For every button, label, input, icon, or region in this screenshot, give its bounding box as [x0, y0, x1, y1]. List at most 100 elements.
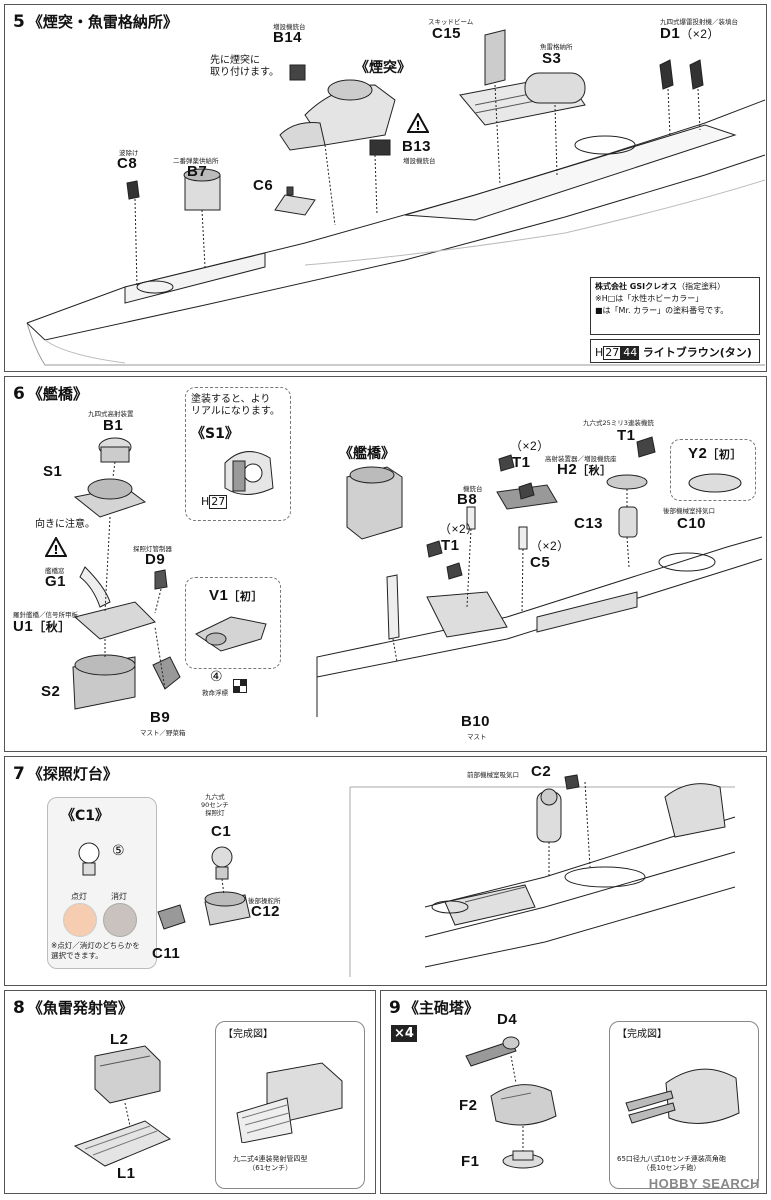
funnel-label: 《煙突》 — [355, 60, 411, 76]
step7-right-drawing — [349, 774, 736, 977]
part-c2-code: C2 — [531, 763, 552, 780]
paint-tip-note: 塗装すると、より リアルになります。 — [191, 394, 280, 417]
torpedo-tube-complete-drawing — [236, 1062, 343, 1143]
part-b1-caption: 九四式高射装置 — [88, 410, 134, 418]
step9-complete-label: 【完成図】 — [617, 1029, 667, 1040]
part-b10-code: B10 — [461, 713, 491, 730]
warning-icon-bridge: ! — [45, 537, 67, 557]
part-b9-caption: マスト／野菜箱 — [140, 729, 186, 737]
paint-legend-line2: ■は「Mr. カラー」の塗料番号です。 — [595, 306, 729, 315]
part-c12-code: C12 — [251, 903, 281, 920]
part-l2-code: L2 — [110, 1031, 129, 1048]
part-f2-code: F2 — [459, 1097, 478, 1114]
part-c12-caption: 後部操舵所 — [248, 897, 281, 905]
step7-left-drawing — [157, 846, 251, 930]
step5-ship-drawing — [26, 29, 766, 366]
step5-panel: 5《煙突・魚雷格納所》 — [4, 4, 767, 372]
decal-5: ⑤ — [112, 843, 125, 859]
unlit-swatch — [103, 903, 137, 937]
c1-callout — [47, 797, 157, 969]
part-b1-code: B1 — [103, 417, 124, 434]
y2-part-drawing — [688, 473, 742, 493]
decal-4: ④ — [210, 669, 223, 685]
step8-parts-drawing — [73, 1045, 172, 1167]
part-c13-code: C13 — [574, 515, 604, 532]
part-u1-caption: 羅針艦橋／信号所甲板 — [13, 611, 78, 619]
lit-label: 点灯 — [71, 892, 87, 901]
step9-complete-caption: 65口径九八式10センチ連装高角砲 （長10センチ砲） — [617, 1155, 726, 1172]
part-s2-code: S2 — [41, 683, 61, 700]
step8-complete-label: 【完成図】 — [223, 1029, 273, 1040]
part-c10-code: C10 — [677, 515, 707, 532]
part-h2-code: H2［秋］ — [557, 461, 612, 478]
step7-panel: 7《探照灯台》 《C1》 ⑤ 点灯 消灯 ※点灯／消灯のどちらかを 選択できます… — [4, 756, 767, 986]
decal-4-caption: 救命浮標 — [202, 689, 228, 697]
c1-label: 《C1》 — [61, 808, 110, 824]
step7-title: 7《探照灯台》 — [13, 764, 118, 784]
step6-left-drawing — [72, 437, 181, 710]
svg-text:!: ! — [53, 543, 58, 557]
part-c15-caption: スキッドビーム — [428, 18, 474, 26]
s1-detail-drawing — [224, 451, 274, 495]
lifebuoy-decal — [233, 679, 247, 693]
paint-color-name: ライトブラウン(タン) — [642, 346, 752, 359]
step6-right-drawing — [316, 436, 763, 717]
choose-note: ※点灯／消灯のどちらかを 選択できます。 — [51, 941, 140, 960]
part-g1-code: G1 — [45, 573, 67, 590]
part-b10-caption: マスト — [467, 733, 487, 741]
unlit-label: 消灯 — [111, 892, 127, 901]
part-b9-code: B9 — [150, 709, 171, 726]
part-f1-code: F1 — [461, 1153, 480, 1170]
part-d9-code: D9 — [145, 551, 166, 568]
step8-title: 8《魚雷発射管》 — [13, 998, 133, 1018]
orientation-note: 向きに注意。 — [35, 519, 95, 530]
part-t1c-code: T1 — [617, 427, 636, 444]
part-b7-caption: 二番弾薬供給所 — [173, 157, 219, 165]
step5-title: 5《煙突・魚雷格納所》 — [13, 12, 178, 32]
warning-icon: ! — [407, 113, 429, 133]
svg-text:!: ! — [415, 119, 420, 133]
part-b8-caption: 機銃台 — [463, 485, 483, 493]
part-d1-code: D1（×2） — [660, 25, 720, 42]
note-attach-to-funnel: 先に煙突に 取り付けます。 — [210, 55, 279, 78]
gun-turret-complete-drawing — [625, 1068, 740, 1124]
part-c8-caption: 波除け — [119, 149, 139, 157]
part-c6-code: C6 — [253, 177, 274, 194]
part-c2-caption: 前部機械室吸気口 — [467, 771, 519, 779]
part-b13-code: B13 — [402, 138, 432, 155]
part-c11-code: C11 — [152, 945, 181, 962]
part-s3-caption: 魚雷格納所 — [540, 43, 573, 51]
paint-h-code: 27 — [603, 346, 622, 360]
part-c8-code: C8 — [117, 155, 138, 172]
part-l1-code: L1 — [117, 1165, 136, 1182]
step6-panel: 6《艦橋》 九四式高射装置 B1 S1 向きに注意。 ! 艦橋窓 G1 探照灯管… — [4, 376, 767, 752]
part-d1-caption: 九四式爆雷投射機／装填台 — [660, 18, 738, 26]
part-b14-caption: 増設機銃台 — [273, 23, 306, 31]
part-s3-code: S3 — [542, 50, 562, 67]
step8-complete-caption: 九二式4連装発射管四型 （61センチ） — [233, 1155, 308, 1172]
step8-panel: 8《魚雷発射管》 L2 L1 【完成図】 九二式4連装発射管四型 （61センチ） — [4, 990, 376, 1194]
s1-label: 《S1》 — [191, 426, 239, 442]
step6-title: 6《艦橋》 — [13, 384, 88, 404]
part-d4-code: D4 — [497, 1011, 518, 1028]
part-g1-caption: 艦橋窓 — [45, 567, 65, 575]
part-c5-code: （×2）C5 — [530, 539, 570, 571]
paint-legend-company: 株式会社 GSIクレオス（指定塗料） — [595, 282, 726, 291]
part-s1-code: S1 — [43, 463, 63, 480]
part-b13-caption: 増設機銃台 — [403, 157, 436, 165]
part-h2-caption: 高射装置器／増設機銃座 — [545, 455, 617, 463]
paint-legend-line1: ※H□は「水性ホビーカラー」 — [595, 294, 704, 303]
part-t1a-code: （×2）T1 — [510, 439, 550, 471]
part-b14-code: B14 — [273, 29, 303, 46]
lit-swatch — [63, 903, 97, 937]
part-v1-code: V1［初］ — [209, 587, 263, 604]
part-d9-caption: 探照灯管制器 — [133, 545, 172, 553]
paint-mr-code: 44 — [621, 346, 640, 360]
step9-title: 9《主砲塔》 — [389, 998, 479, 1018]
c1-detail-drawing — [78, 842, 100, 876]
part-c10-caption: 後部機械室排気口 — [663, 507, 715, 515]
paint-legend: 株式会社 GSIクレオス（指定塗料） ※H□は「水性ホビーカラー」 ■は「Mr.… — [590, 277, 760, 335]
part-t1b-code: （×2）T1 — [439, 522, 479, 554]
